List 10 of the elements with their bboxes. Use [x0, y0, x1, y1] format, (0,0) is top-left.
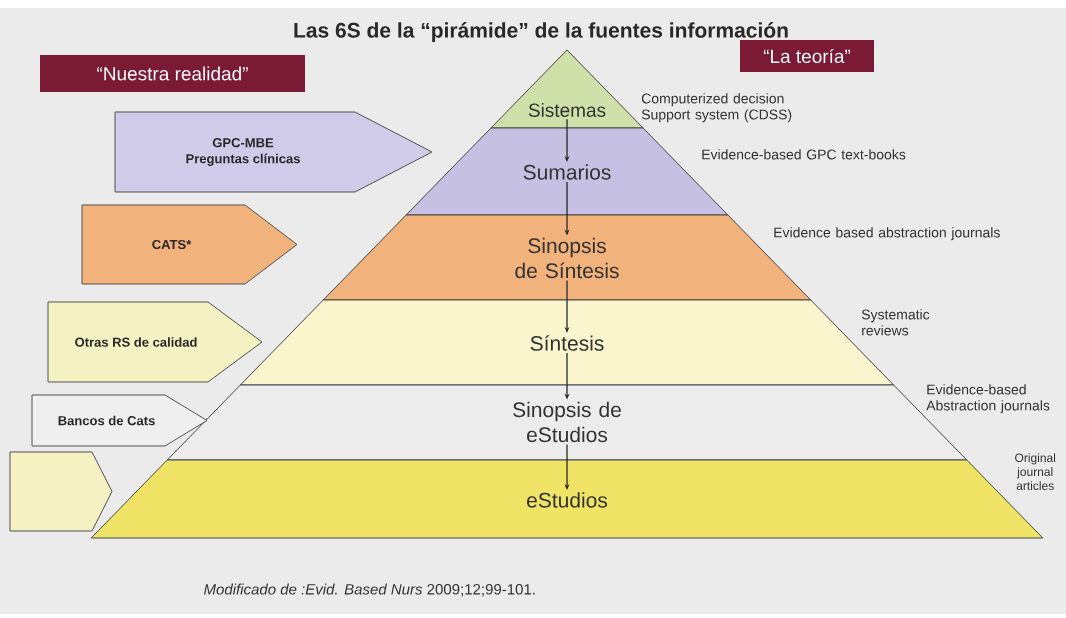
arrow-box — [9, 451, 113, 532]
tag-box: “Nuestra realidad” — [40, 55, 305, 92]
side-note: Computerized decision Support system (CDSS) — [641, 93, 792, 123]
title: Las 6S de la “pirámide” de la fuentes información — [294, 22, 788, 42]
arrow-box: Bancos de Cats — [31, 394, 208, 447]
arrow-box: GPC-MBE Preguntas clínicas — [114, 111, 433, 193]
caption: Modificado de :Evid. Based Nurs 2009;12;99-101. — [204, 583, 535, 597]
arrow-box: Otras RS de calidad — [47, 301, 263, 383]
tag-box: “La teoría” — [740, 40, 874, 72]
arrow-box: CATS* — [81, 204, 298, 285]
